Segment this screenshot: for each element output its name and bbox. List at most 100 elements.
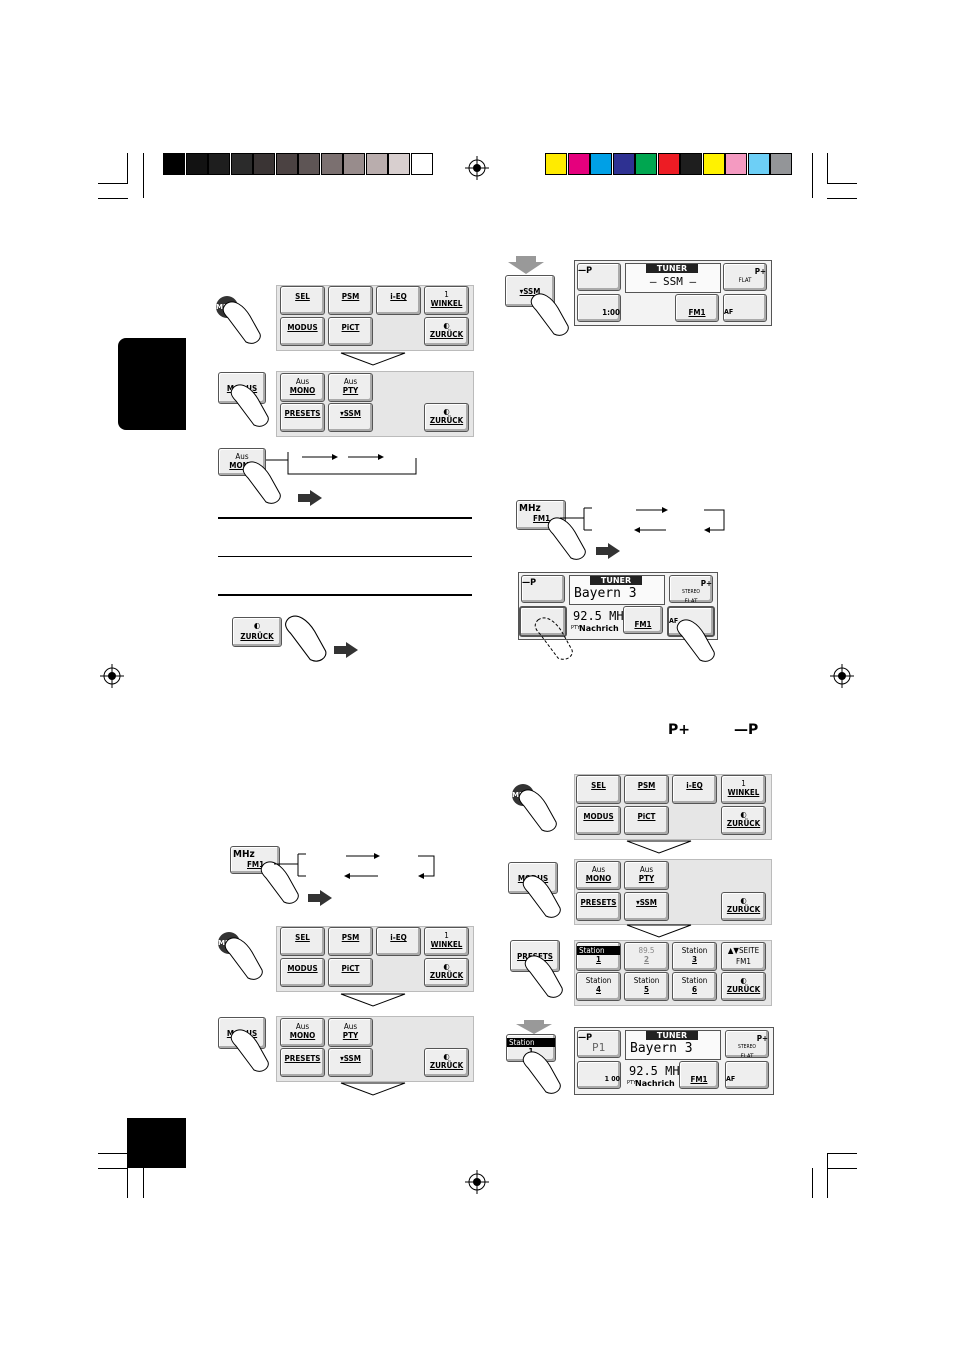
finger-icon xyxy=(524,955,563,998)
finger-icon xyxy=(285,615,327,662)
right-arrow-icon xyxy=(596,543,620,559)
zurueck-button[interactable]: ◐ZURÜCK xyxy=(721,892,766,921)
sel-button[interactable]: SEL xyxy=(280,286,325,315)
finger-icon xyxy=(530,293,569,336)
ieq-button[interactable]: i-EQ xyxy=(672,775,717,804)
page-number-block xyxy=(127,1118,186,1168)
plus-p-legend: P+ xyxy=(668,722,690,738)
grayscale-swatch xyxy=(275,153,298,175)
presets-button[interactable]: PRESETS xyxy=(280,1048,325,1077)
grayscale-swatch xyxy=(388,153,410,175)
ieq-button[interactable]: i-EQ xyxy=(376,927,421,956)
band-button[interactable]: FM1 xyxy=(679,1061,719,1089)
seek-down-button[interactable]: 1 00 xyxy=(577,1061,621,1089)
grayscale-swatch xyxy=(343,153,365,175)
pict-button[interactable]: PiCT xyxy=(328,958,373,987)
finger-icon xyxy=(676,619,715,662)
zurueck-button[interactable]: ◐ZURÜCK xyxy=(424,958,469,987)
band-button[interactable]: FM1 xyxy=(623,606,663,634)
finger-icon xyxy=(534,617,573,660)
color-swatch xyxy=(612,153,635,175)
ssm-button[interactable]: ▾SSM xyxy=(328,403,373,432)
psm-button[interactable]: PSM xyxy=(328,286,373,315)
registration-mark-icon xyxy=(465,1170,489,1194)
zurueck-key[interactable]: ◐ZURÜCK xyxy=(232,617,282,647)
registration-mark-icon xyxy=(100,664,124,688)
ieq-button[interactable]: i-EQ xyxy=(376,286,421,315)
finger-icon xyxy=(224,937,263,980)
zurueck-button[interactable]: ◐ZURÜCK xyxy=(721,972,766,1001)
zurueck-button[interactable]: ◐ZURÜCK xyxy=(424,403,469,432)
plus-p-button[interactable]: P+FLAT xyxy=(723,263,767,291)
finger-icon xyxy=(260,861,299,904)
finger-icon xyxy=(230,384,269,427)
down-arrow-icon xyxy=(340,1082,406,1096)
psm-button[interactable]: PSM xyxy=(624,775,669,804)
modus-button[interactable]: MODUS xyxy=(280,317,325,346)
grayscale-swatch xyxy=(163,153,185,175)
band-button[interactable]: FM1 xyxy=(675,294,719,322)
modus-button[interactable]: MODUS xyxy=(576,806,621,835)
zurueck-button[interactable]: ◐ZURÜCK xyxy=(424,1048,469,1077)
seek-up-button[interactable]: AF xyxy=(725,1061,769,1089)
zurueck-button[interactable]: ◐ZURÜCK xyxy=(721,806,766,835)
pict-button[interactable]: PiCT xyxy=(624,806,669,835)
psm-button[interactable]: PSM xyxy=(328,927,373,956)
grayscale-swatch xyxy=(320,153,343,175)
ssm-button[interactable]: ▾SSM xyxy=(624,892,669,921)
modus-button[interactable]: MODUS xyxy=(280,958,325,987)
color-swatch xyxy=(702,153,725,175)
minus-p-button[interactable]: —P xyxy=(577,263,621,291)
seek-up-button[interactable]: AF xyxy=(723,294,767,322)
finger-icon xyxy=(230,1029,269,1072)
finger-icon xyxy=(522,875,561,918)
band-cycle-arrow-icon xyxy=(274,853,435,879)
right-arrow-icon xyxy=(334,642,358,658)
finger-icon xyxy=(547,517,586,560)
color-swatch xyxy=(657,153,680,175)
finger-icon xyxy=(518,789,557,832)
presets-button[interactable]: PRESETS xyxy=(576,892,621,921)
pict-button[interactable]: PiCT xyxy=(328,317,373,346)
presets-button[interactable]: PRESETS xyxy=(280,403,325,432)
finger-icon xyxy=(222,301,261,344)
toggle-cycle-arrow-icon xyxy=(266,452,417,475)
ssm-button[interactable]: ▾SSM xyxy=(328,1048,373,1077)
minus-p-button[interactable]: —P xyxy=(521,575,565,603)
seek-down-button[interactable] xyxy=(519,606,567,637)
band-cycle-arrow-icon xyxy=(560,507,725,533)
sel-button[interactable]: SEL xyxy=(576,775,621,804)
registration-mark-icon xyxy=(830,664,854,688)
tuner-screen-ssm: —P TUNER — SSM — P+FLAT 1:00 FM1 AF xyxy=(574,260,772,326)
seek-down-button[interactable]: 1:00 xyxy=(577,294,621,322)
color-swatch xyxy=(725,153,747,175)
language-tab xyxy=(118,338,186,430)
grayscale-swatch xyxy=(365,153,388,175)
sel-button[interactable]: SEL xyxy=(280,927,325,956)
zurueck-button[interactable]: ◐ZURÜCK xyxy=(424,317,469,346)
grayscale-swatch xyxy=(208,153,230,175)
right-arrow-icon xyxy=(298,490,322,506)
